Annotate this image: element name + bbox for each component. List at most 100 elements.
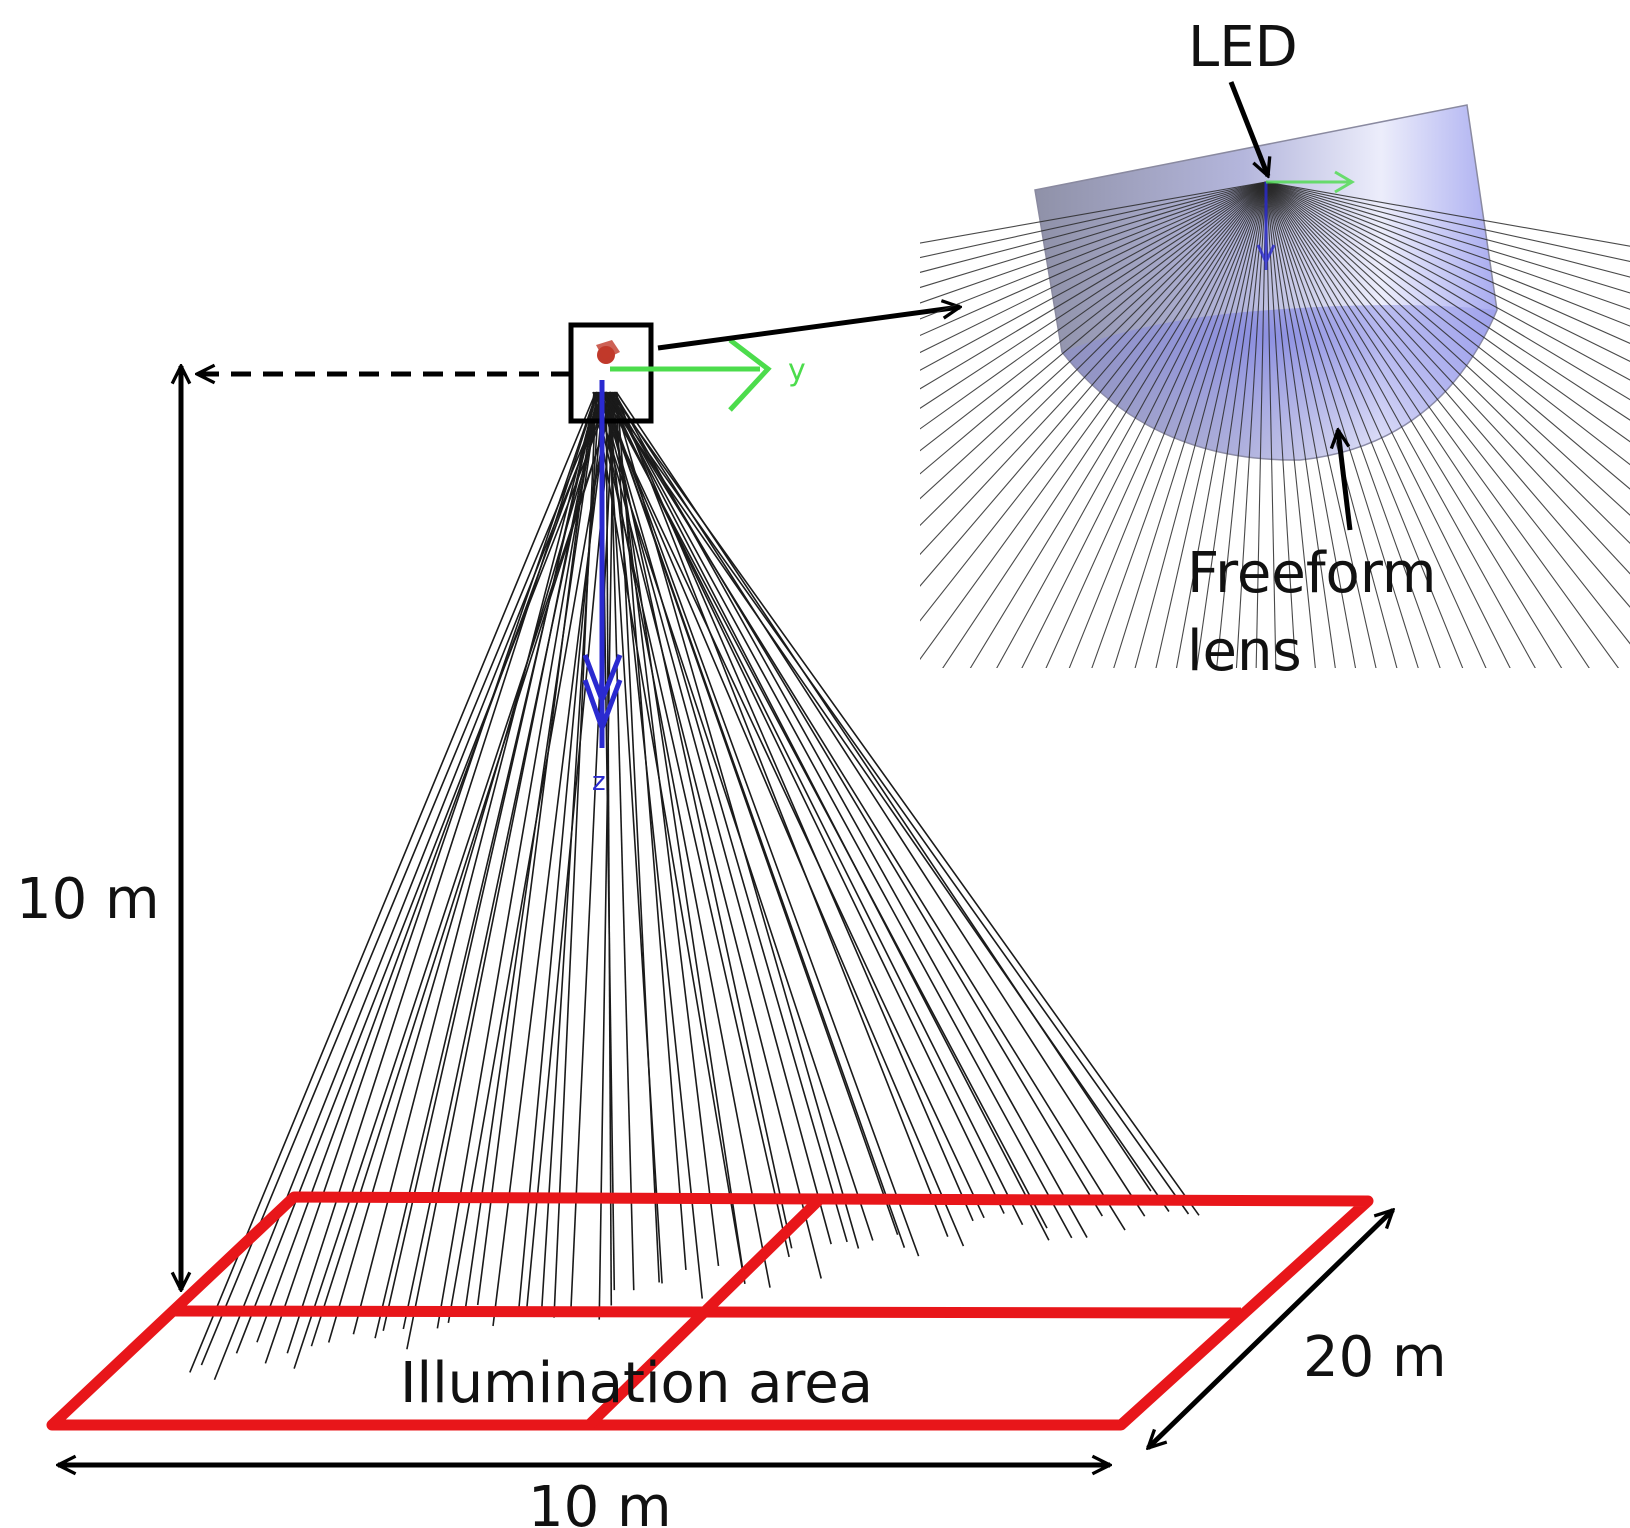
inset-light-ray	[920, 181, 1267, 371]
inset-light-ray	[1265, 181, 1464, 668]
inset-light-ray	[1265, 181, 1630, 310]
illumination-area-label: Illumination area	[400, 1351, 873, 1416]
inset-light-ray	[1196, 181, 1267, 668]
svg-text:z: z	[592, 767, 606, 797]
light-ray	[352, 391, 598, 1335]
svg-text:y: y	[788, 353, 806, 388]
inset-light-ray	[1265, 181, 1511, 668]
z-axis-indicator: z	[582, 380, 623, 797]
light-ray	[382, 391, 598, 1332]
inset-light-ray	[1265, 181, 1357, 668]
inset-light-ray	[920, 181, 1267, 304]
light-ray	[606, 391, 704, 1299]
inset-light-ray	[1265, 181, 1630, 545]
inset-light-ray	[1155, 181, 1267, 668]
inset-light-ray	[920, 181, 1267, 390]
light-ray	[608, 391, 1050, 1241]
inset-light-ray	[1265, 181, 1630, 381]
light-ray	[592, 391, 874, 1241]
light-ray	[293, 391, 618, 1369]
light-ray	[606, 391, 1005, 1214]
inset-light-ray	[920, 181, 1267, 289]
light-ray	[608, 391, 635, 1291]
inset-light-ray	[920, 181, 1267, 475]
inset-light-ray	[920, 181, 1267, 452]
inset-light-ray	[1265, 181, 1630, 345]
inset-light-ray	[920, 181, 1267, 409]
inset-light-ray	[1265, 181, 1630, 401]
light-ray	[286, 391, 598, 1354]
light-ray	[612, 391, 1146, 1217]
inset-light-ray	[1265, 181, 1630, 421]
inset-light-ray	[920, 181, 1267, 622]
inset-light-ray	[1265, 181, 1630, 466]
light-ray	[402, 391, 603, 1330]
light-ray	[464, 391, 600, 1310]
inset-light-ray	[1265, 181, 1630, 516]
light-ray	[602, 391, 906, 1248]
light-ray	[310, 391, 617, 1347]
inset-light-ray	[1265, 181, 1536, 668]
width-label: 10 m	[528, 1475, 672, 1528]
inset-light-ray	[1265, 181, 1297, 668]
inset-light-ray	[1265, 181, 1620, 668]
light-ray	[605, 391, 1126, 1231]
inset-light-ray	[1265, 181, 1336, 668]
light-ray	[596, 391, 985, 1219]
illumination-area-outline	[46, 1191, 1374, 1431]
light-ray	[406, 391, 600, 1350]
light-ray	[598, 391, 832, 1245]
light-ray	[189, 391, 597, 1373]
inset-light-ray	[1134, 181, 1267, 668]
inset-light-ray	[1265, 181, 1630, 645]
inset-light-ray	[996, 181, 1267, 668]
light-ray	[605, 391, 1024, 1226]
inset-light-ray	[1265, 181, 1630, 294]
inset-light-ray	[1045, 181, 1267, 668]
inset-light-ray	[1265, 181, 1630, 362]
inset-light-ray	[920, 181, 1267, 354]
inset-light-ray	[1265, 181, 1630, 575]
light-ray	[200, 391, 606, 1366]
inset-light-ray	[920, 181, 1267, 556]
inset-light-ray	[920, 181, 1267, 430]
inset-light-ray	[1265, 181, 1316, 668]
inset-light-ray	[1265, 181, 1398, 668]
light-ray	[605, 391, 793, 1249]
inset-light-ray	[920, 181, 1267, 587]
light-ray	[553, 391, 597, 1318]
light-ray	[611, 391, 720, 1267]
light-ray	[593, 391, 790, 1258]
inset-light-ray	[1265, 181, 1630, 327]
inset-light-ray	[920, 181, 1267, 320]
inset-light-ray	[942, 181, 1267, 668]
inset-light-ray	[920, 181, 1267, 273]
inset-light-ray	[920, 181, 1267, 337]
inset-light-ray	[920, 181, 1267, 661]
light-ray	[476, 391, 595, 1306]
inset-light-ray	[1265, 181, 1441, 668]
y-axis-indicator: y	[610, 338, 806, 412]
zoom-pointer-arrow	[657, 307, 960, 351]
depth-dimension-arrow	[1148, 1210, 1393, 1448]
depth-label: 20 m	[1303, 1325, 1447, 1390]
inset-light-ray	[1235, 181, 1267, 668]
inset-light-ray	[1265, 181, 1277, 668]
inset-light-ray	[1265, 181, 1377, 668]
inset-light-ray	[1265, 181, 1630, 608]
inset-light-ray	[1265, 181, 1563, 668]
light-ray	[603, 391, 920, 1257]
light-ray	[595, 391, 822, 1279]
inset-light-ray	[920, 181, 1267, 527]
light-ray	[609, 391, 1103, 1217]
inset-ray-fan	[920, 181, 1630, 668]
inset-light-ray	[1265, 181, 1630, 247]
inset-light-ray	[1216, 181, 1267, 668]
inset-light-ray	[1265, 181, 1487, 668]
inset-light-ray	[1265, 181, 1630, 490]
light-ray	[606, 391, 663, 1284]
light-ray	[608, 391, 1073, 1239]
freeform-lens-label-line2: lens	[1187, 619, 1302, 684]
